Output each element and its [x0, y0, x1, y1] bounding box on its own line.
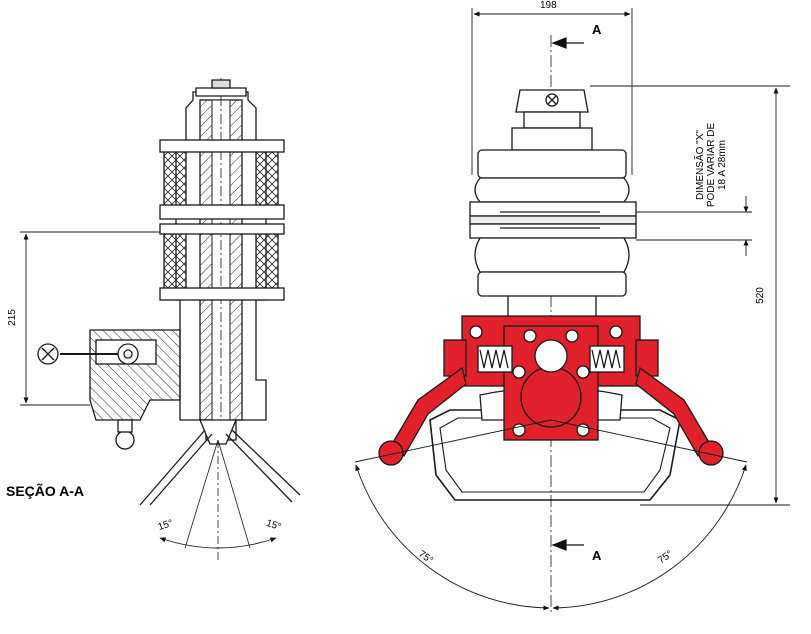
section-view	[37, 78, 301, 560]
dimension-215-label: 215	[6, 309, 18, 326]
note-line-2: PODE VARIAR DE	[706, 122, 717, 208]
section-arrow-top	[551, 37, 584, 49]
note-line-1: DIMENSÃO "X"	[695, 130, 706, 200]
dimension-215	[20, 231, 160, 406]
dimension-x-note: DIMENSÃO "X" PODE VARIAR DE 18 A 28mm	[695, 105, 728, 225]
red-clamp-assembly	[378, 315, 724, 466]
section-label: SEÇÃO A-A	[6, 483, 85, 499]
dimension-198	[471, 8, 633, 175]
dimension-520-label: 520	[754, 287, 766, 304]
dimension-x	[636, 196, 752, 256]
angle-arcs-75	[354, 419, 748, 611]
section-marker-top: A	[592, 22, 602, 37]
note-line-3: 18 A 28mm	[717, 139, 728, 191]
section-marker-bottom: A	[592, 548, 602, 563]
section-arrow-bottom	[551, 539, 584, 551]
dimension-198-label: 198	[540, 0, 557, 11]
